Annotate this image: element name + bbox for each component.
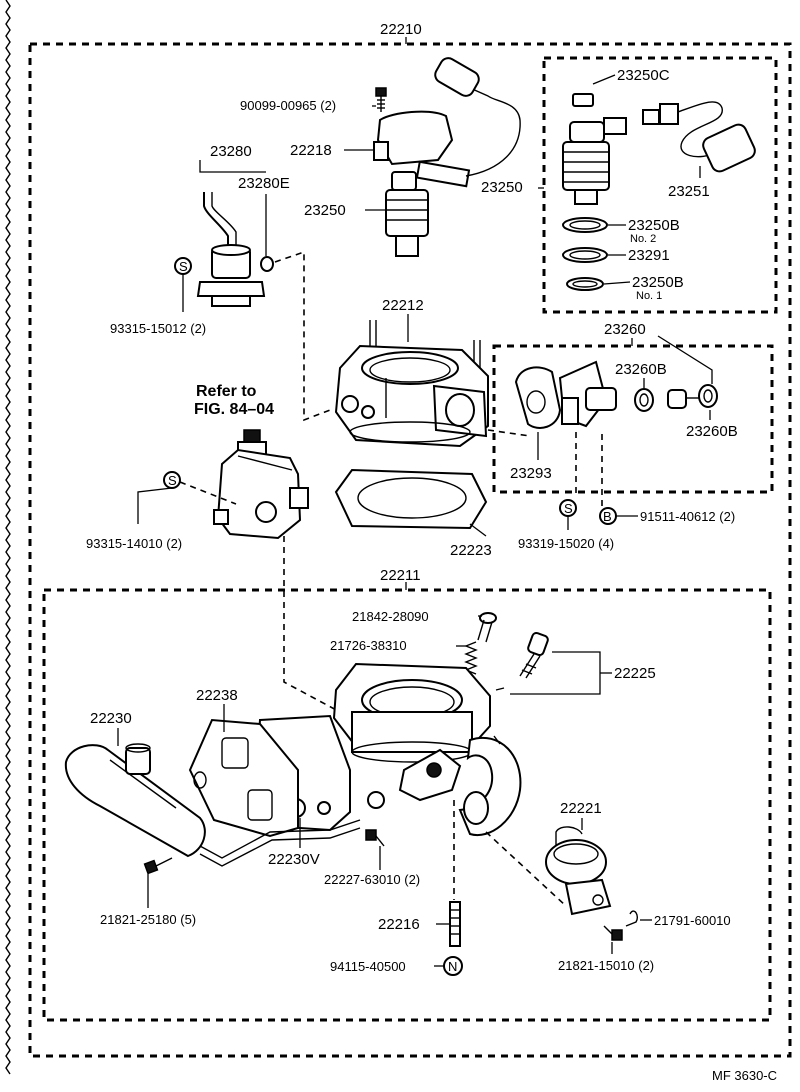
air-valve-22230 (64, 743, 361, 867)
label-22230V: 22230V (268, 851, 320, 868)
injector-23250-right (562, 117, 627, 205)
label-22230: 22230 (90, 710, 132, 727)
label-23291: 23291 (628, 247, 670, 264)
svg-text:S: S (564, 501, 573, 516)
label-23280: 23280 (210, 143, 252, 160)
label-throttle-body-assembly: 22211 (380, 567, 421, 584)
label-22216: 22216 (378, 916, 420, 933)
label-21726: 21726-38310 (330, 638, 407, 653)
left-wavy-border (5, 0, 11, 1075)
label-23260-group: 23260 (604, 321, 646, 338)
label-22238: 22238 (196, 687, 238, 704)
label-21821-25180: 21821-25180 (5) (100, 912, 196, 927)
clip-21791 (625, 910, 639, 927)
outer-assembly-box (28, 42, 792, 1058)
pressure-regulator-23280 (196, 192, 266, 307)
label-21842: 21842-28090 (352, 609, 429, 624)
svg-text:N: N (448, 959, 457, 974)
label-23293: 23293 (510, 465, 552, 482)
label-22221: 22221 (560, 800, 602, 817)
label-90099: 90099-00965 (2) (240, 98, 336, 113)
label-22223: 22223 (450, 542, 492, 559)
label-22225: 22225 (614, 665, 656, 682)
label-93315-14010: 93315-14010 (2) (86, 536, 182, 551)
group-23260-box (492, 344, 774, 494)
bolt-22227 (365, 829, 385, 847)
label-23251: 23251 (668, 183, 710, 200)
diaphragm-22221 (545, 826, 612, 916)
svg-text:B: B (603, 509, 612, 524)
label-93319: 93319-15020 (4) (518, 536, 614, 551)
svg-text:S: S (168, 473, 177, 488)
valve-23260 (514, 360, 617, 429)
label-no2: No. 2 (630, 233, 656, 245)
label-23250C: 23250C (617, 67, 670, 84)
label-21821-15010: 21821-15010 (2) (558, 958, 654, 973)
label-23250-left: 23250 (304, 202, 346, 219)
label-23250B-no2: 23250B (628, 217, 680, 234)
label-93315-15012: 93315-15012 (2) (110, 321, 206, 336)
label-refer-to: Refer to (196, 383, 257, 400)
spring-21726 (464, 641, 478, 675)
label-assembly: 22210 (380, 21, 422, 38)
throttle-body-22212 (334, 320, 489, 448)
bolt-21821-15010 (603, 925, 623, 941)
label-91511: 91511-40612 (2) (640, 509, 735, 524)
injector-23250-left (385, 57, 521, 257)
cover-22218 (373, 110, 454, 166)
stud-22216 (449, 901, 461, 947)
footer-code: MF 3630-C (712, 1068, 777, 1083)
label-23250-group: 23250 (481, 179, 523, 196)
harness-23251 (642, 101, 756, 173)
idle-screw-22225 (495, 631, 549, 691)
label-22227: 22227-63010 (2) (324, 872, 420, 887)
label-23260B-2: 23260B (686, 423, 738, 440)
group-23250-box (542, 56, 778, 314)
label-94115: 94115-40500 (330, 959, 406, 974)
label-23280E: 23280E (238, 175, 290, 192)
bolt-90099 (375, 87, 387, 112)
label-23250B-no1: 23250B (632, 274, 684, 291)
bolt-21821-25180 (143, 857, 173, 875)
throttle-body-assembly-box (42, 588, 772, 1022)
label-fig-ref: FIG. 84–04 (194, 401, 274, 418)
label-22212: 22212 (382, 297, 424, 314)
label-22218: 22218 (290, 142, 332, 159)
label-23260B-1: 23260B (615, 361, 667, 378)
screw-21842 (477, 612, 497, 643)
label-21791: 21791-60010 (654, 913, 731, 928)
svg-text:S: S (179, 259, 188, 274)
gasket-22238 (188, 718, 299, 838)
label-no1: No. 1 (636, 290, 662, 302)
throttle-position-sensor (213, 429, 309, 540)
gasket-22223 (334, 468, 488, 530)
